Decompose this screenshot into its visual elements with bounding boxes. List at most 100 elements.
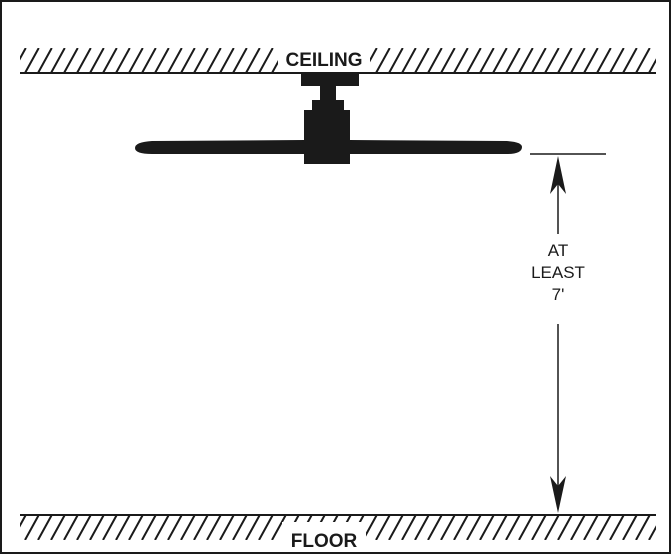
floor-hatch-mark bbox=[63, 514, 79, 540]
floor-hatch-mark bbox=[258, 514, 274, 540]
arrowhead-down bbox=[550, 476, 566, 513]
ceiling-hatch-mark bbox=[128, 48, 144, 74]
ceiling-hatch-mark bbox=[479, 48, 495, 74]
fan-coupler bbox=[312, 100, 344, 110]
floor-hatch-mark bbox=[232, 514, 248, 540]
fan-motor-housing bbox=[304, 110, 350, 164]
floor-label: FLOOR bbox=[291, 531, 358, 552]
clearance-dimension: AT LEAST 7' bbox=[530, 153, 606, 513]
floor-hatch-mark bbox=[648, 525, 656, 540]
floor-hatch-mark bbox=[557, 514, 573, 540]
ceiling-hatch-mark bbox=[89, 48, 105, 74]
arrowhead-up bbox=[550, 156, 566, 194]
floor-hatch-mark bbox=[245, 514, 261, 540]
ceiling-hatch-mark bbox=[492, 48, 508, 74]
ceiling-hatch-mark bbox=[622, 48, 638, 74]
fan-mounting-bracket bbox=[301, 74, 359, 86]
ceiling-label: CEILING bbox=[285, 50, 362, 71]
ceiling-label-bg bbox=[278, 46, 370, 72]
ceiling-hatch-mark bbox=[453, 48, 469, 74]
floor-hatch-mark bbox=[193, 514, 209, 540]
ceiling-hatch-mark bbox=[401, 48, 417, 74]
floor-hatch-mark bbox=[622, 514, 638, 540]
ceiling-hatch-mark bbox=[557, 48, 573, 74]
floor-hatch-mark bbox=[141, 514, 157, 540]
ceiling-hatch-mark bbox=[427, 48, 443, 74]
ceiling-hatch-mark bbox=[440, 48, 456, 74]
floor-hatch-mark bbox=[466, 514, 482, 540]
floor-hatch-mark bbox=[180, 514, 196, 540]
floor-hatch-mark bbox=[271, 514, 287, 540]
fan-blade-left bbox=[135, 140, 304, 154]
ceiling-hatch-mark bbox=[193, 48, 209, 74]
floor-hatch-mark bbox=[219, 514, 235, 540]
floor-hatch-mark bbox=[492, 514, 508, 540]
floor-hatch-mark bbox=[505, 514, 521, 540]
floor-hatch-mark bbox=[544, 514, 560, 540]
ceiling-hatch-mark bbox=[505, 48, 521, 74]
floor-hatch-mark bbox=[414, 514, 430, 540]
clearance-label-line-2: LEAST bbox=[531, 263, 585, 282]
floor-hatch-mark bbox=[20, 514, 27, 528]
ceiling-hatch-mark bbox=[37, 48, 53, 74]
ceiling-hatch-mark bbox=[154, 48, 170, 74]
floor-hatch-mark bbox=[583, 514, 599, 540]
ceiling-hatch-mark bbox=[648, 58, 656, 74]
floor-hatch-mark bbox=[453, 514, 469, 540]
floor-hatch-mark bbox=[115, 514, 131, 540]
ceiling-hatch-mark bbox=[115, 48, 131, 74]
ceiling-hatch-mark bbox=[596, 48, 612, 74]
floor-hatch-mark bbox=[375, 514, 391, 540]
ceiling-hatch-mark bbox=[50, 48, 66, 74]
floor-hatch-mark bbox=[570, 514, 586, 540]
floor-hatch-mark bbox=[518, 514, 534, 540]
floor-hatch-mark bbox=[662, 515, 671, 540]
fan-blade-right bbox=[350, 140, 522, 154]
ceiling-hatch-mark bbox=[662, 48, 671, 73]
floor-hatch-mark bbox=[154, 514, 170, 540]
floor-hatch-mark bbox=[440, 514, 456, 540]
ceiling-hatch-mark bbox=[531, 48, 547, 74]
clearance-label-line-3: 7' bbox=[552, 285, 565, 304]
floor-hatch-mark bbox=[24, 514, 40, 540]
ceiling-hatch-mark bbox=[76, 48, 92, 74]
ceiling-hatch-mark bbox=[232, 48, 248, 74]
ceiling-hatch-mark bbox=[245, 48, 261, 74]
ceiling-hatch-mark bbox=[24, 48, 40, 74]
ceiling-hatch-mark bbox=[63, 48, 79, 74]
ceiling-hatch-mark bbox=[102, 48, 118, 74]
ceiling-hatch-mark bbox=[609, 48, 625, 74]
ceiling-hatch-mark bbox=[544, 48, 560, 74]
floor-hatch-mark bbox=[427, 514, 443, 540]
floor-hatch-mark bbox=[609, 514, 625, 540]
ceiling-hatch-mark bbox=[583, 48, 599, 74]
floor-hatch-mark bbox=[388, 514, 404, 540]
ceiling-hatch-mark bbox=[518, 48, 534, 74]
floor-hatch-mark bbox=[50, 514, 66, 540]
ceiling-hatch-mark bbox=[375, 48, 391, 74]
floor-hatch-mark bbox=[401, 514, 417, 540]
ceiling-hatch-mark bbox=[258, 48, 274, 74]
ceiling-hatch-mark bbox=[388, 48, 404, 74]
ceiling-hatch-mark bbox=[167, 48, 183, 74]
floor: FLOOR bbox=[20, 514, 671, 552]
floor-hatch-mark bbox=[531, 514, 547, 540]
ceiling-hatch-mark bbox=[414, 48, 430, 74]
ceiling-hatch-mark bbox=[635, 48, 651, 74]
floor-hatch-mark bbox=[479, 514, 495, 540]
ceiling-hatch-mark bbox=[180, 48, 196, 74]
ceiling-hatch-mark bbox=[20, 48, 27, 61]
floor-hatch-mark bbox=[37, 514, 53, 540]
floor-hatch-mark bbox=[128, 514, 144, 540]
ceiling-hatch-mark bbox=[570, 48, 586, 74]
fan-downrod bbox=[320, 86, 336, 100]
floor-hatch-mark bbox=[89, 514, 105, 540]
floor-hatch-mark bbox=[206, 514, 222, 540]
ceiling-hatch-mark bbox=[219, 48, 235, 74]
ceiling-hatch-mark bbox=[466, 48, 482, 74]
ceiling: CEILING bbox=[20, 46, 671, 74]
floor-label-bg bbox=[282, 522, 366, 552]
clearance-label-line-1: AT bbox=[548, 241, 568, 260]
